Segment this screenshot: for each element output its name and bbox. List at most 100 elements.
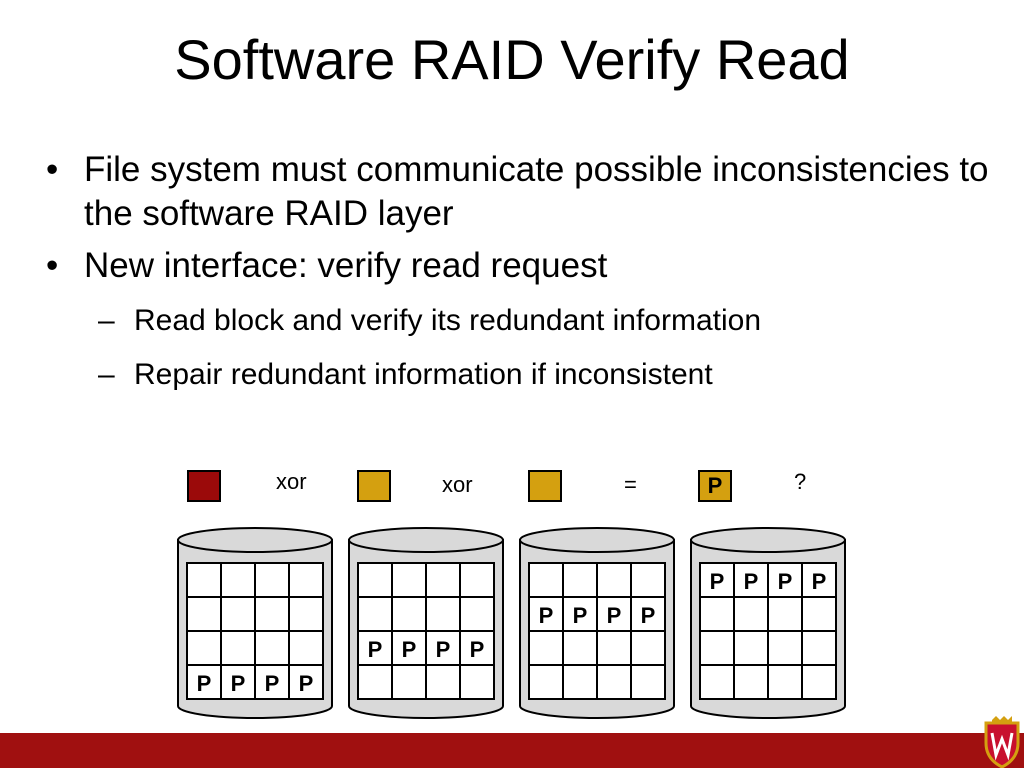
parity-label: P [607, 603, 622, 628]
parity-label: P [368, 637, 383, 662]
block-cell [801, 630, 837, 666]
block-cell [801, 664, 837, 700]
parity-label: P [710, 569, 725, 594]
block-cell [288, 664, 324, 700]
block-cell [528, 630, 564, 666]
block-cell [528, 664, 564, 700]
block-cell [699, 664, 735, 700]
block-cell [254, 562, 290, 598]
question-mark: ? [794, 469, 807, 494]
disk-top [690, 527, 846, 553]
parity-label: P [778, 569, 793, 594]
bullet-glyph: • [46, 246, 59, 285]
parity-label: P [231, 671, 246, 696]
bullet-text: File system must communicate possible in… [84, 150, 989, 233]
university-crest-icon [984, 716, 1020, 768]
bullet-text: New interface: verify read request [84, 246, 608, 285]
disk-top [519, 527, 675, 553]
dash-glyph: – [98, 358, 115, 391]
parity-label: P [812, 569, 827, 594]
parity-label: P [197, 671, 212, 696]
block-cell [733, 630, 769, 666]
block-cell [357, 596, 393, 632]
block-cell [254, 596, 290, 632]
data-block-gold-swatch [528, 470, 562, 502]
block-cell [357, 562, 393, 598]
block-cell [288, 596, 324, 632]
block-cell [186, 562, 222, 598]
block-cell [596, 630, 632, 666]
data-block-gold-swatch [357, 470, 391, 502]
sub-bullet-item: – Repair redundant information if incons… [36, 354, 996, 396]
block-cell [459, 630, 495, 666]
dash-glyph: – [98, 304, 115, 337]
block-cell [733, 596, 769, 632]
bullet-glyph: • [46, 150, 59, 189]
block-cell [562, 664, 598, 700]
block-cell [596, 664, 632, 700]
block-cell [288, 562, 324, 598]
block-cell [220, 596, 256, 632]
block-cell [186, 596, 222, 632]
block-cell [630, 596, 666, 632]
block-cell [562, 630, 598, 666]
parity-label: P [436, 637, 451, 662]
parity-label: P [539, 603, 554, 628]
block-cell [220, 562, 256, 598]
parity-block-swatch: P [698, 470, 732, 502]
xor-operator: xor [276, 469, 307, 494]
block-cell [357, 664, 393, 700]
block-cell [391, 596, 427, 632]
block-cell [425, 664, 461, 700]
sub-bullet-item: – Read block and verify its redundant in… [36, 300, 996, 342]
block-cell [220, 630, 256, 666]
parity-label: P [470, 637, 485, 662]
block-cell [630, 664, 666, 700]
block-cell [186, 664, 222, 700]
block-cell [699, 596, 735, 632]
xor-operator: xor [442, 472, 473, 497]
block-cell [528, 562, 564, 598]
sub-bullet-text: Read block and verify its redundant info… [134, 304, 762, 337]
parity-label: P [402, 637, 417, 662]
block-cell [596, 562, 632, 598]
block-cell [186, 630, 222, 666]
block-cell [391, 562, 427, 598]
block-cell [425, 630, 461, 666]
disk-top [348, 527, 504, 553]
block-cell [459, 596, 495, 632]
block-cell [699, 630, 735, 666]
bullet-list: • File system must communicate possible … [36, 148, 996, 396]
block-cell [459, 664, 495, 700]
block-cell [425, 596, 461, 632]
block-cell [220, 664, 256, 700]
data-block-red-swatch [187, 470, 221, 502]
block-cell [562, 562, 598, 598]
sub-bullet-text: Repair redundant information if inconsis… [134, 358, 713, 391]
block-cell [767, 630, 803, 666]
block-cell [733, 664, 769, 700]
parity-label: P [573, 603, 588, 628]
block-cell [288, 630, 324, 666]
slide-title: Software RAID Verify Read [174, 28, 850, 91]
footer-bar [0, 733, 1024, 768]
parity-label: P [641, 603, 656, 628]
block-cell [459, 562, 495, 598]
block-cell [425, 562, 461, 598]
parity-label: P [299, 671, 314, 696]
bullet-item: • New interface: verify read request [36, 244, 996, 288]
equals-operator: = [624, 472, 637, 497]
disk-top [177, 527, 333, 553]
parity-label: P [744, 569, 759, 594]
block-cell [391, 664, 427, 700]
block-cell [767, 596, 803, 632]
block-cell [630, 630, 666, 666]
block-cell [630, 562, 666, 598]
bullet-item: • File system must communicate possible … [36, 148, 996, 236]
block-cell [801, 596, 837, 632]
block-cell [767, 664, 803, 700]
block-cell [254, 664, 290, 700]
parity-label: P [265, 671, 280, 696]
xor-legend: xor xor = P ? [0, 468, 1024, 508]
